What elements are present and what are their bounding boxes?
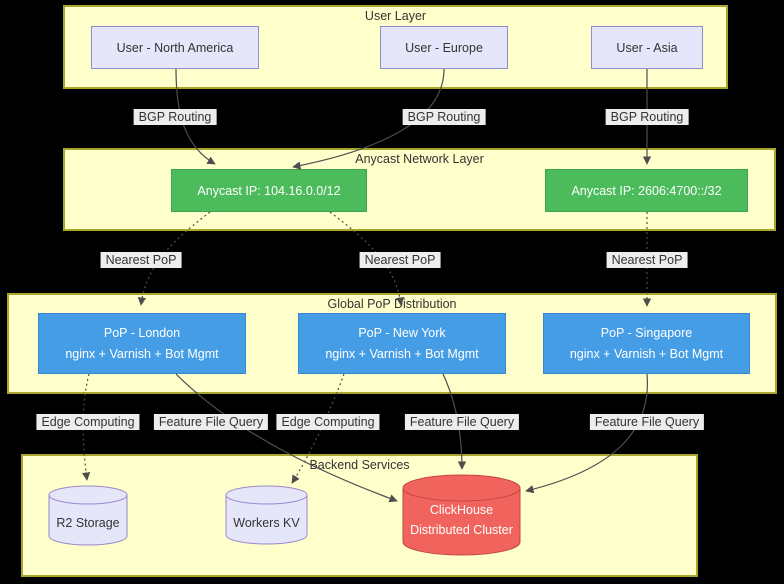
pop-new-york-stack: nginx + Varnish + Bot Mgmt [325,346,479,361]
edge-label-edge-computing-1: Edge Computing [36,414,140,430]
edge-label-feature-file-query-3: Feature File Query [589,414,705,430]
pop-singapore-name: PoP - Singapore [600,325,693,340]
node-pop-singapore: PoP - Singapore nginx + Varnish + Bot Mg… [543,313,750,374]
r2-storage-label: R2 Storage [56,516,120,530]
pop-new-york-name: PoP - New York [358,325,446,340]
node-anycast-ip-v6: Anycast IP: 2606:4700::/32 [545,169,748,212]
cylinder-icon [225,485,308,545]
pop-london-stack: nginx + Varnish + Bot Mgmt [65,346,219,361]
edge-label-bgp-routing-2: BGP Routing [402,109,486,125]
cylinder-icon [402,474,521,556]
container-title-global-pop-distribution: Global PoP Distribution [327,297,457,311]
node-pop-new-york: PoP - New York nginx + Varnish + Bot Mgm… [298,313,506,374]
node-user-europe: User - Europe [380,26,508,69]
cylinder-icon [48,485,128,546]
container-title-backend-services: Backend Services [309,458,410,472]
clickhouse-label-line2: Distributed Cluster [410,523,513,537]
edge-label-feature-file-query-2: Feature File Query [404,414,520,430]
node-pop-london: PoP - London nginx + Varnish + Bot Mgmt [38,313,246,374]
pop-london-name: PoP - London [103,325,181,340]
edge-label-nearest-pop-3: Nearest PoP [606,252,688,268]
edge-label-nearest-pop-2: Nearest PoP [359,252,441,268]
edge-label-feature-file-query-1: Feature File Query [153,414,269,430]
edge-label-edge-computing-2: Edge Computing [276,414,380,430]
pop-singapore-stack: nginx + Varnish + Bot Mgmt [569,346,724,361]
container-title-user-layer: User Layer [364,9,427,23]
workers-kv-label: Workers KV [233,516,300,530]
edge-label-bgp-routing-1: BGP Routing [133,109,217,125]
node-anycast-ip-v4: Anycast IP: 104.16.0.0/12 [171,169,367,212]
node-workers-kv: Workers KV [225,485,308,545]
container-title-anycast-network-layer: Anycast Network Layer [355,152,484,166]
edge-label-bgp-routing-3: BGP Routing [605,109,689,125]
edge-label-nearest-pop-1: Nearest PoP [100,252,182,268]
clickhouse-label-line1: ClickHouse [429,503,494,517]
node-r2-storage: R2 Storage [48,485,128,546]
node-user-north-america: User - North America [91,26,259,69]
clickhouse-label: ClickHouse Distributed Cluster [403,503,520,537]
node-clickhouse-cluster: ClickHouse Distributed Cluster [402,474,521,556]
node-user-asia: User - Asia [591,26,703,69]
